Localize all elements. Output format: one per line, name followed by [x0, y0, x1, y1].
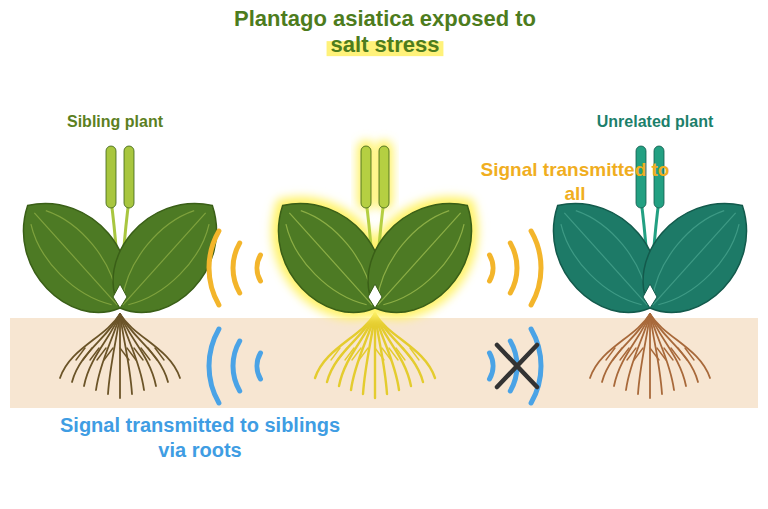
plant-node: Unrelated plant	[555, 112, 755, 404]
plant-figure	[527, 146, 768, 398]
signal-label: Signal transmitted to all	[470, 158, 680, 206]
signal-arc	[209, 231, 219, 305]
signal-arc	[233, 243, 240, 293]
roots	[590, 314, 710, 398]
plant-figure	[0, 146, 243, 398]
roots	[315, 314, 435, 398]
plant-label: Unrelated plant	[560, 112, 750, 131]
plant-node: Plantago asiatica exposed to salt stress	[215, 6, 555, 404]
signal-waves	[209, 231, 541, 403]
blocked-cross	[497, 345, 537, 387]
signal-arc	[490, 353, 493, 379]
signal-arc	[531, 329, 541, 403]
signal-arc	[531, 231, 541, 305]
roots	[60, 314, 180, 398]
plants	[0, 140, 768, 398]
signal-label: Signal transmitted to siblings via roots	[50, 413, 350, 463]
plant-figure	[252, 140, 498, 398]
plant-label: Sibling plant	[20, 112, 210, 131]
signal-arc	[209, 329, 219, 403]
signal-arc	[510, 243, 517, 293]
plant-node: Sibling plant	[15, 112, 215, 404]
signal-arc	[490, 255, 493, 281]
signal-arc	[257, 255, 260, 281]
signal-arc	[257, 353, 260, 379]
title-text: Plantago asiatica exposed to salt stress	[217, 6, 553, 59]
signal-arc	[233, 341, 240, 391]
